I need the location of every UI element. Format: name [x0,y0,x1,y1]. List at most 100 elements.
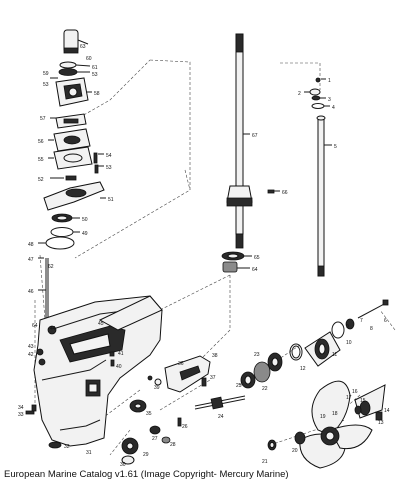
callout-42: 42 [28,352,34,358]
impeller-key [63,118,79,124]
prop-blade-upper [311,380,351,436]
drive-shaft-bearing-race [226,197,253,207]
callout-20: 20 [292,448,298,454]
bolt-53 [94,164,99,174]
washer-61 [58,68,78,76]
callout-67: 67 [252,133,258,139]
callout-19: 19 [320,414,326,420]
bolt-54 [93,152,98,164]
callout-53-b: 53 [92,72,98,78]
pin-26 [177,417,182,427]
gasket-hole [63,153,83,163]
callout-26: 26 [182,424,188,430]
callout-37: 37 [210,375,216,381]
callout-38: 38 [212,353,218,359]
callout-55: 55 [38,157,44,163]
water-pump-assembly [43,29,105,318]
pump-housing-hole [68,87,78,97]
grommet-base [63,47,79,54]
studs-40-41 [109,351,115,367]
callout-61: 61 [92,65,98,71]
bushing-2 [309,88,321,96]
cup-64 [222,261,238,273]
callout-32: 32 [64,444,70,450]
callout-31: 31 [86,450,92,456]
drive-shaft-67 [221,33,275,273]
callout-16: 16 [352,389,358,395]
callout-44: 44 [50,326,56,332]
callout-28: 28 [170,442,176,448]
callout-64-b: 64 [252,267,258,273]
callout-17: 17 [346,395,352,401]
lower-small-parts [121,399,182,465]
clutch-24 [210,396,224,410]
callout-7: 7 [360,318,363,324]
callout-57: 57 [40,116,46,122]
callout-36: 36 [178,361,184,367]
oring-49 [50,227,74,237]
callout-2: 2 [298,91,301,97]
tab-washer-14 [375,411,383,421]
housing-bolt-42 [38,358,46,366]
callout-34: 34 [18,405,24,411]
pin-39 [154,378,162,386]
plate-hole [63,135,81,145]
ring-7 [345,318,355,330]
base-plate-hole [65,188,87,198]
seal-50-inner [56,215,68,221]
callout-48: 48 [28,242,34,248]
callout-51: 51 [108,197,114,203]
callout-30: 30 [120,462,126,468]
callout-21: 21 [262,459,268,465]
callout-23: 23 [254,352,260,358]
callout-8: 8 [370,326,373,332]
leader-lines [38,39,332,291]
callout-63: 63 [80,44,86,50]
callout-39: 39 [154,385,160,391]
callout-12: 12 [300,366,306,372]
callout-4: 4 [332,105,335,111]
callout-5: 5 [334,144,337,150]
bolt-37 [201,377,207,387]
callout-33: 33 [18,412,24,418]
washer-28 [161,436,171,444]
screw-52 [65,175,77,181]
callout-13: 13 [378,420,384,426]
bearing-22 [253,361,271,383]
oring-9 [331,321,345,339]
washer-33 [25,410,35,415]
callout-45: 45 [98,321,104,327]
ring-3 [311,95,321,101]
housing-cavitation-plate [98,295,163,331]
callout-6: 6 [384,318,387,324]
callout-58: 58 [94,91,100,97]
pin-1 [315,77,321,83]
callout-29: 29 [143,452,149,458]
callout-41: 41 [118,351,124,357]
clip-66 [267,189,275,194]
seal-4 [311,103,325,109]
oring-48 [45,236,75,250]
gear-housing-31 [25,295,163,449]
callout-3: 3 [328,97,331,103]
callout-53-a: 53 [43,82,49,88]
callout-64: 64 [32,323,38,329]
callout-9: 9 [346,324,349,330]
callout-10: 10 [346,340,352,346]
callout-65: 65 [254,255,260,261]
callout-52: 52 [38,177,44,183]
callout-1: 1 [328,78,331,84]
image-caption: European Marine Catalog v1.61 (Image Cop… [4,469,289,480]
bearing-carrier-group [147,355,211,393]
shift-shaft-assembly [309,77,326,277]
callout-35: 35 [146,411,152,417]
screw-34 [31,404,37,412]
callout-60: 60 [86,56,92,62]
callout-labels: 63 59 61 53 53 58 57 56 55 54 53 52 51 5… [18,44,390,468]
callout-43: 43 [28,344,34,350]
propeller-shaft-group [194,299,389,410]
callout-15: 15 [360,398,366,404]
callout-47: 47 [28,257,34,263]
callout-14: 14 [384,408,390,414]
callout-27: 27 [152,436,158,442]
